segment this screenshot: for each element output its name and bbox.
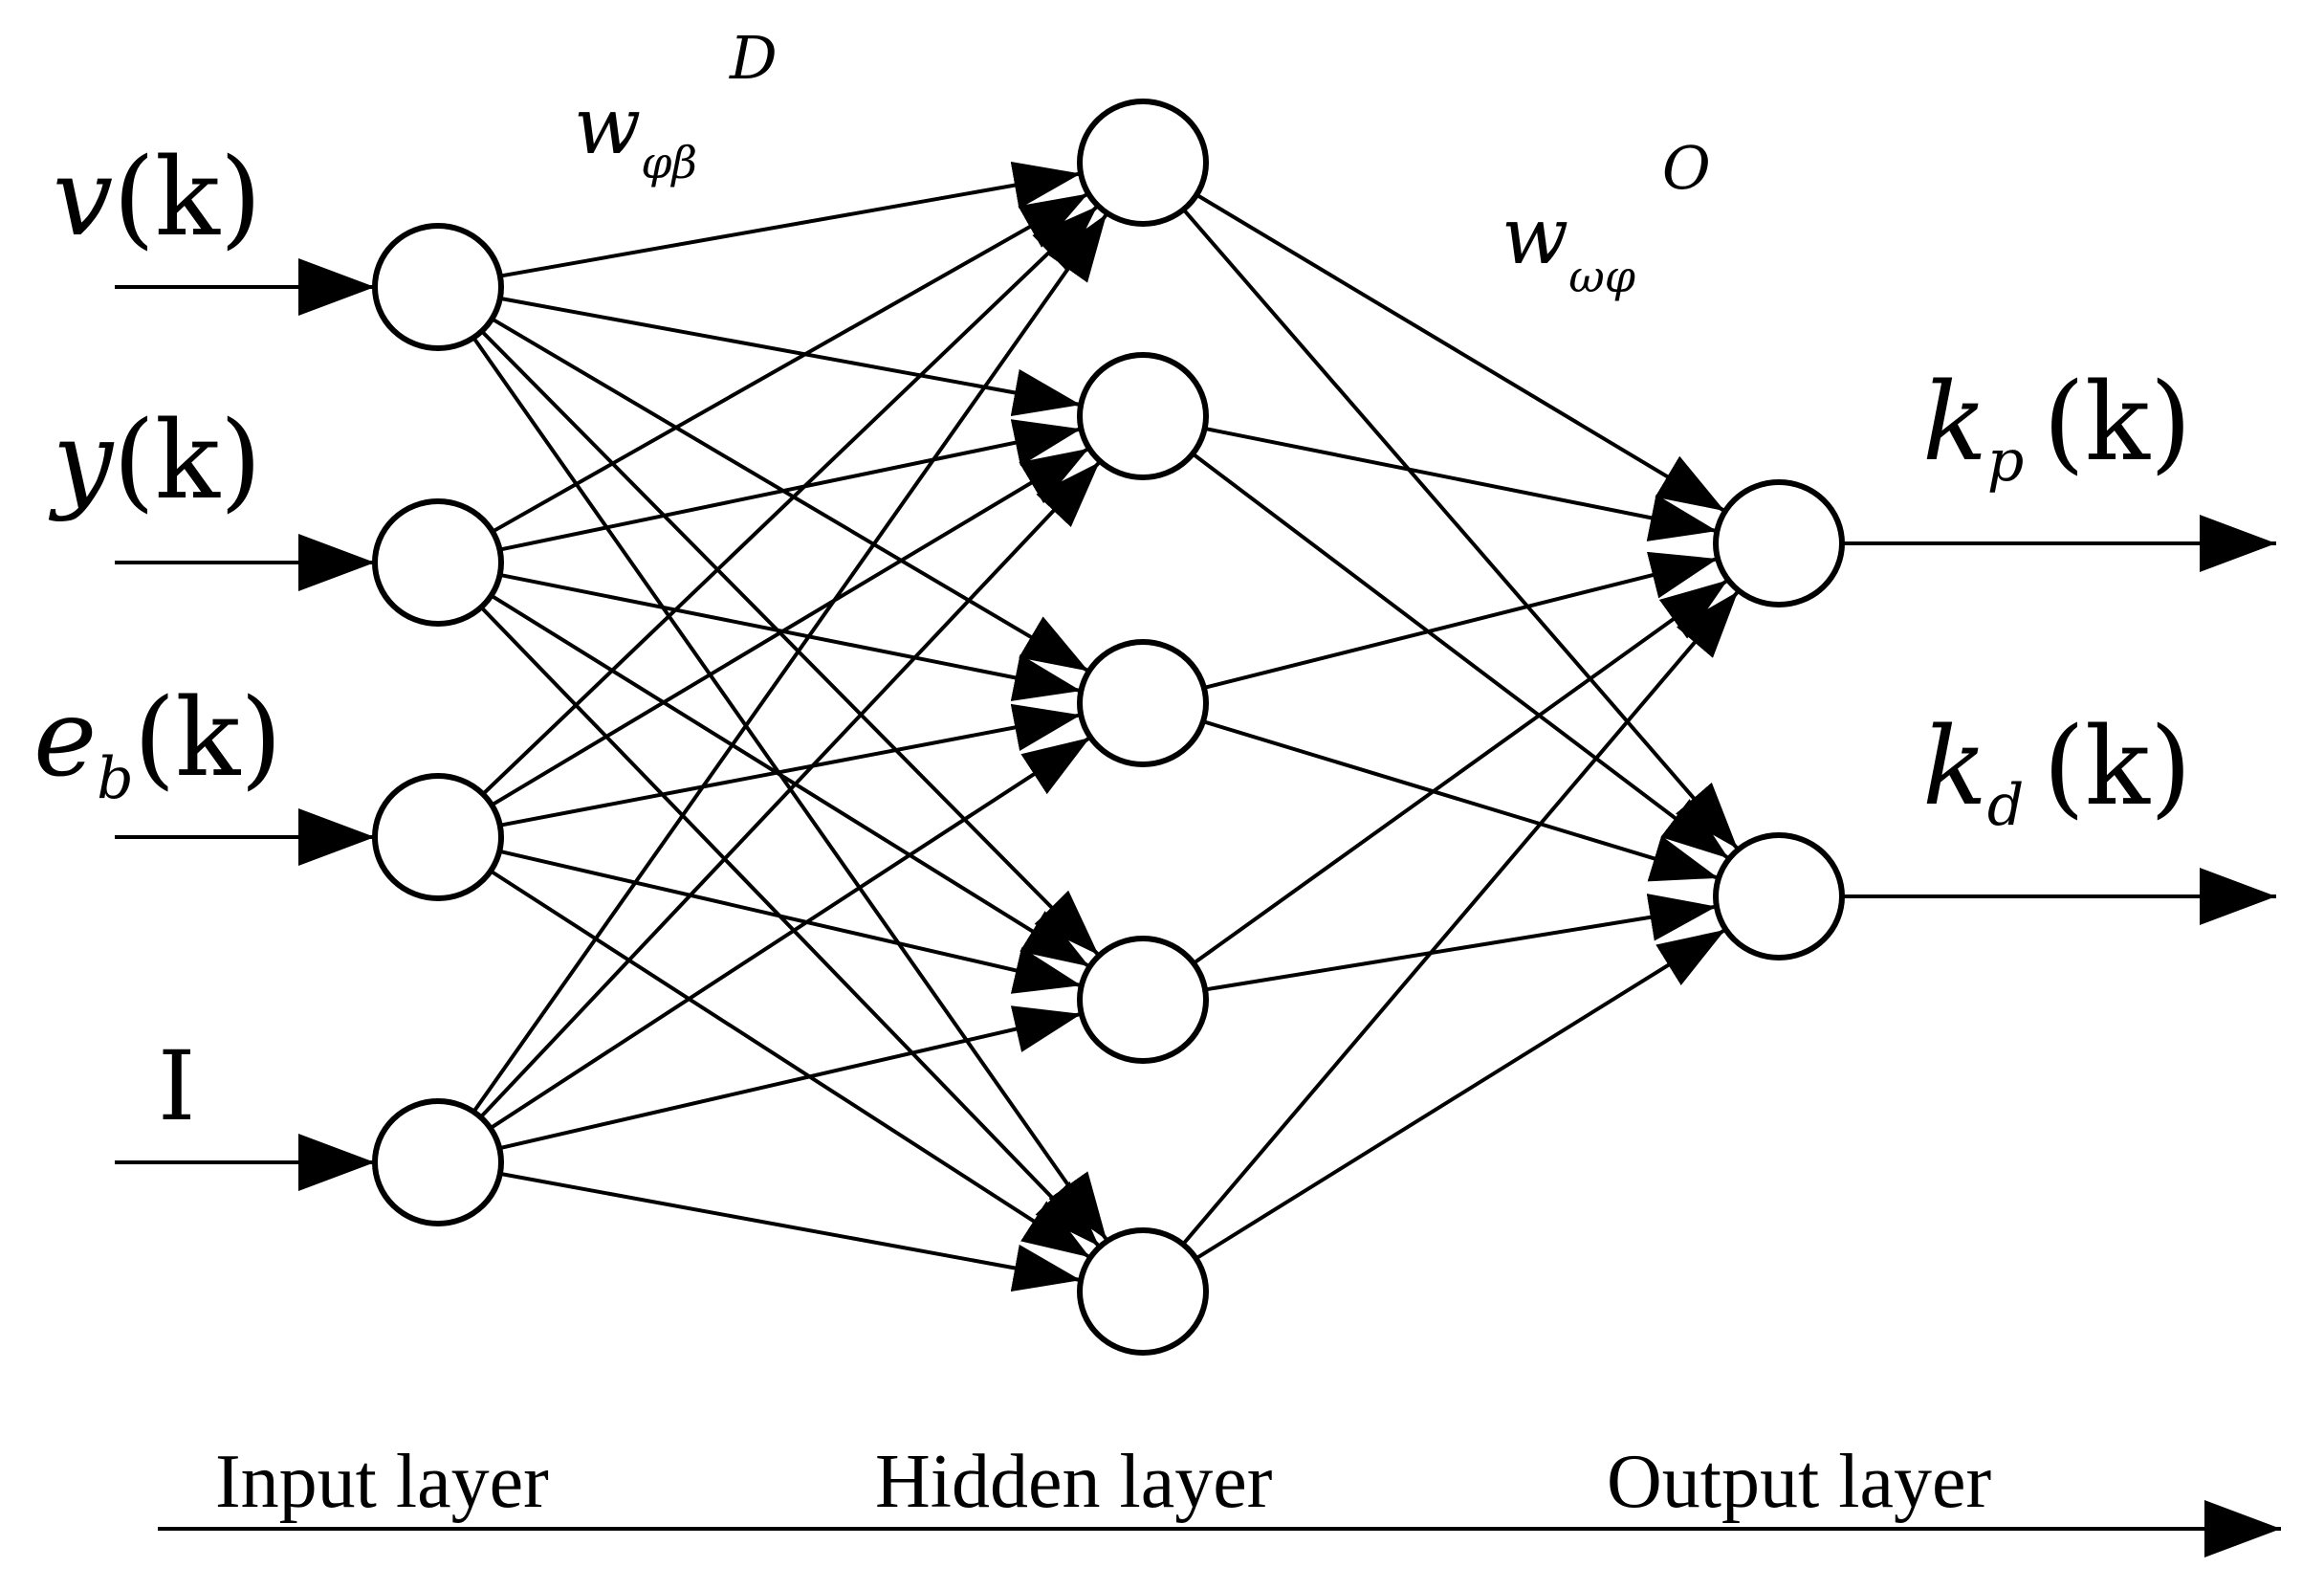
hidden-node-3: [1077, 936, 1209, 1064]
edge-hidden-4-output-0: [1182, 589, 1740, 1246]
output-node-kd: [1713, 832, 1845, 961]
edge-hidden-0-output-1: [1182, 209, 1740, 850]
edge-input-2-hidden-1: [491, 447, 1090, 806]
edge-hidden-2-output-0: [1203, 551, 1719, 690]
edge-input-3-hidden-2: [490, 736, 1091, 1130]
edge-input-1-hidden-3: [491, 594, 1090, 968]
edge-input-3-hidden-3: [498, 1005, 1083, 1151]
layer-label-output: Output layer: [1607, 1440, 1991, 1524]
edge-input-1-hidden-1: [499, 419, 1082, 552]
edge-hidden-4-output-1: [1195, 928, 1726, 1260]
input-label-eb: eb(k): [33, 676, 282, 812]
edge-input-0-hidden-2: [491, 317, 1090, 674]
edge-input-3-hidden-0: [472, 212, 1108, 1113]
edge-input-3-hidden-4: [499, 1171, 1082, 1292]
edge-input-3-hidden-1: [479, 460, 1102, 1118]
edge-input-2-hidden-3: [498, 849, 1083, 994]
output-layer-nodes: [1713, 479, 1845, 961]
hidden-node-2: [1077, 639, 1209, 767]
hidden-node-4: [1077, 1227, 1209, 1356]
hidden-output-connections: [1182, 193, 1740, 1260]
edge-input-1-hidden-2: [499, 572, 1082, 701]
input-label-v: v(k): [53, 136, 262, 260]
input-label-bias: I: [158, 1030, 196, 1142]
edge-hidden-1-output-1: [1192, 453, 1730, 860]
output-label-kd: kd(k): [1922, 705, 2192, 839]
weight-label-hidden-output: wωφO: [1502, 133, 1711, 302]
hidden-layer-nodes: [1077, 99, 1209, 1356]
edge-input-2-hidden-2: [499, 703, 1082, 828]
edge-hidden-3-output-1: [1204, 894, 1718, 992]
edge-hidden-0-output-0: [1195, 193, 1726, 513]
input-node-I: [372, 1098, 504, 1226]
output-node-kp: [1713, 479, 1845, 607]
edge-hidden-1-output-0: [1204, 426, 1718, 541]
edge-input-1-hidden-4: [480, 607, 1101, 1248]
edge-input-0-hidden-0: [499, 162, 1082, 278]
edge-hidden-3-output-0: [1193, 578, 1729, 965]
output-label-kp: kp(k): [1922, 361, 2192, 495]
input-node-eb: [372, 773, 504, 901]
output-arrows: [1842, 515, 2276, 925]
edge-input-1-hidden-0: [492, 191, 1089, 534]
edge-input-0-hidden-1: [499, 296, 1082, 417]
weight-label-input-hidden: wφβD: [574, 23, 778, 188]
edge-input-2-hidden-0: [482, 205, 1099, 795]
input-hidden-connections: [472, 162, 1108, 1292]
edge-input-0-hidden-3: [480, 330, 1101, 957]
input-label-y: y(k): [48, 399, 262, 523]
layer-label-input: Input layer: [215, 1440, 549, 1524]
input-layer-nodes: [372, 223, 504, 1226]
input-node-v: [372, 223, 504, 351]
edge-input-2-hidden-4: [490, 870, 1091, 1259]
edge-hidden-2-output-1: [1202, 719, 1720, 882]
hidden-node-1: [1077, 352, 1209, 480]
layer-label-hidden: Hidden layer: [875, 1440, 1272, 1524]
hidden-node-0: [1077, 99, 1209, 227]
input-arrows: [115, 258, 375, 1191]
input-node-y: [372, 498, 504, 627]
